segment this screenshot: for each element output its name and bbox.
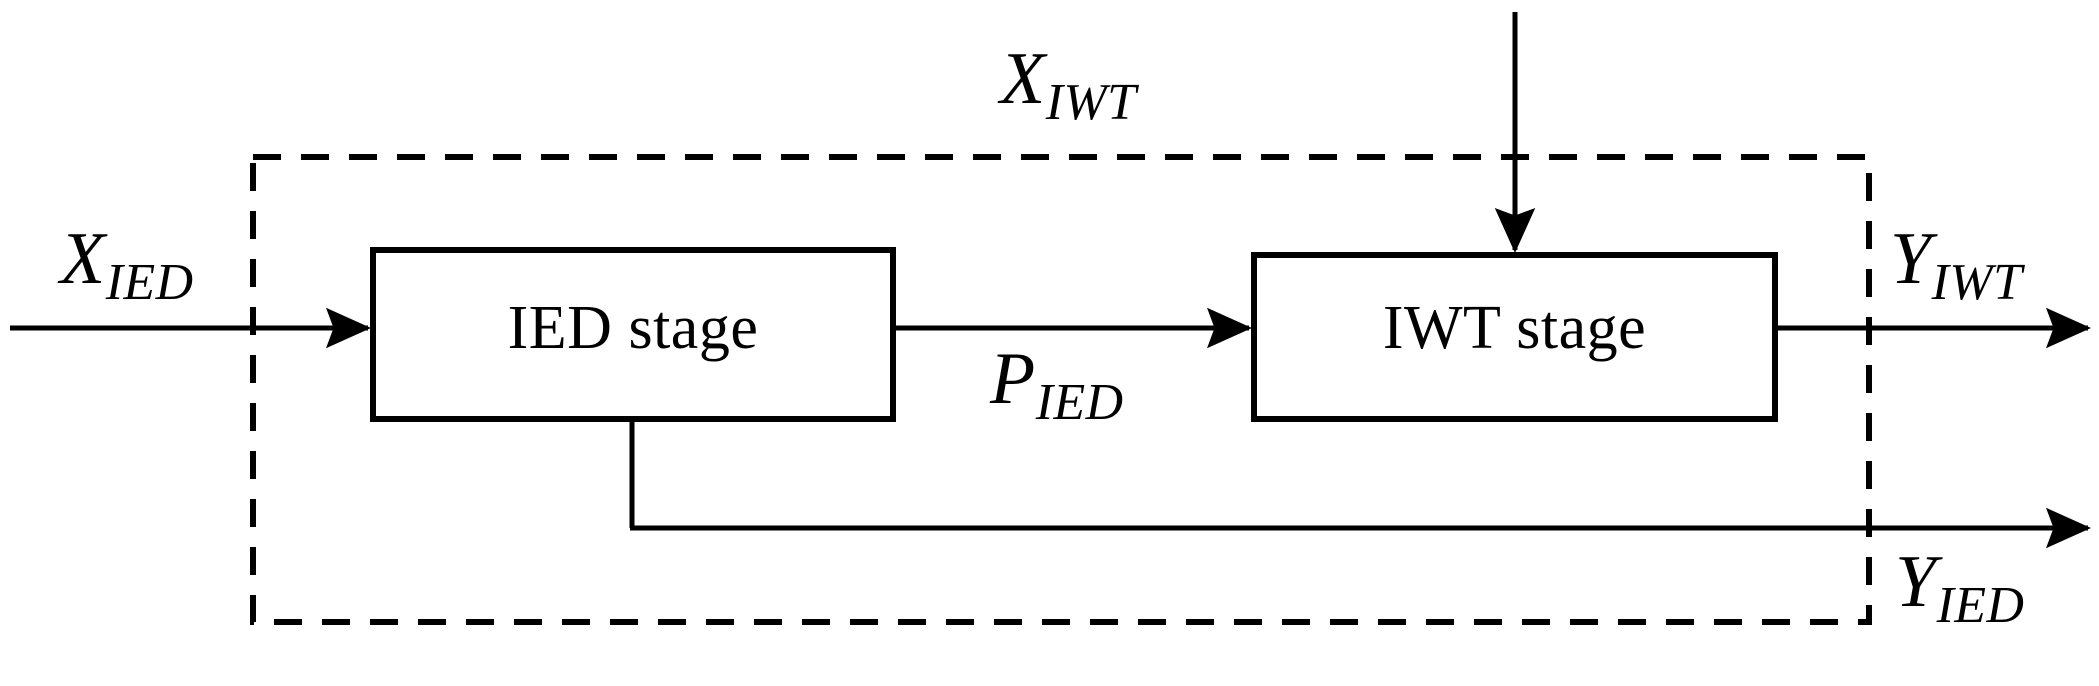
iwt-stage-block-outline: [1251, 252, 1778, 422]
ied-stage-block-outline: [370, 247, 896, 422]
signal-base-y-ied: Y: [1895, 541, 1937, 623]
signal-base-y-iwt: Y: [1890, 218, 1932, 300]
signal-label-x-ied: XIED: [60, 222, 193, 308]
iwt-stage-label: IWT stage: [1382, 294, 1647, 362]
signal-subscript-x-ied: IED: [105, 253, 194, 311]
signal-label-y-iwt: YIWT: [1890, 222, 2022, 308]
signal-subscript-y-iwt: IWT: [1931, 253, 2023, 311]
signal-base-x-ied: X: [60, 218, 106, 300]
signal-base-p-ied: P: [990, 338, 1036, 420]
signal-subscript-p-ied: IED: [1035, 373, 1124, 431]
ied-stage-label: IED stage: [507, 294, 759, 362]
signal-label-x-iwt: XIWT: [1000, 42, 1136, 128]
signal-label-p-ied: PIED: [990, 342, 1123, 428]
signal-subscript-x-iwt: IWT: [1045, 73, 1137, 131]
signal-label-y-ied: YIED: [1895, 545, 2024, 631]
signal-subscript-y-ied: IED: [1936, 576, 2025, 634]
system-boundary-dashed-rect: [250, 154, 1872, 625]
signal-base-x-iwt: X: [1000, 38, 1046, 120]
